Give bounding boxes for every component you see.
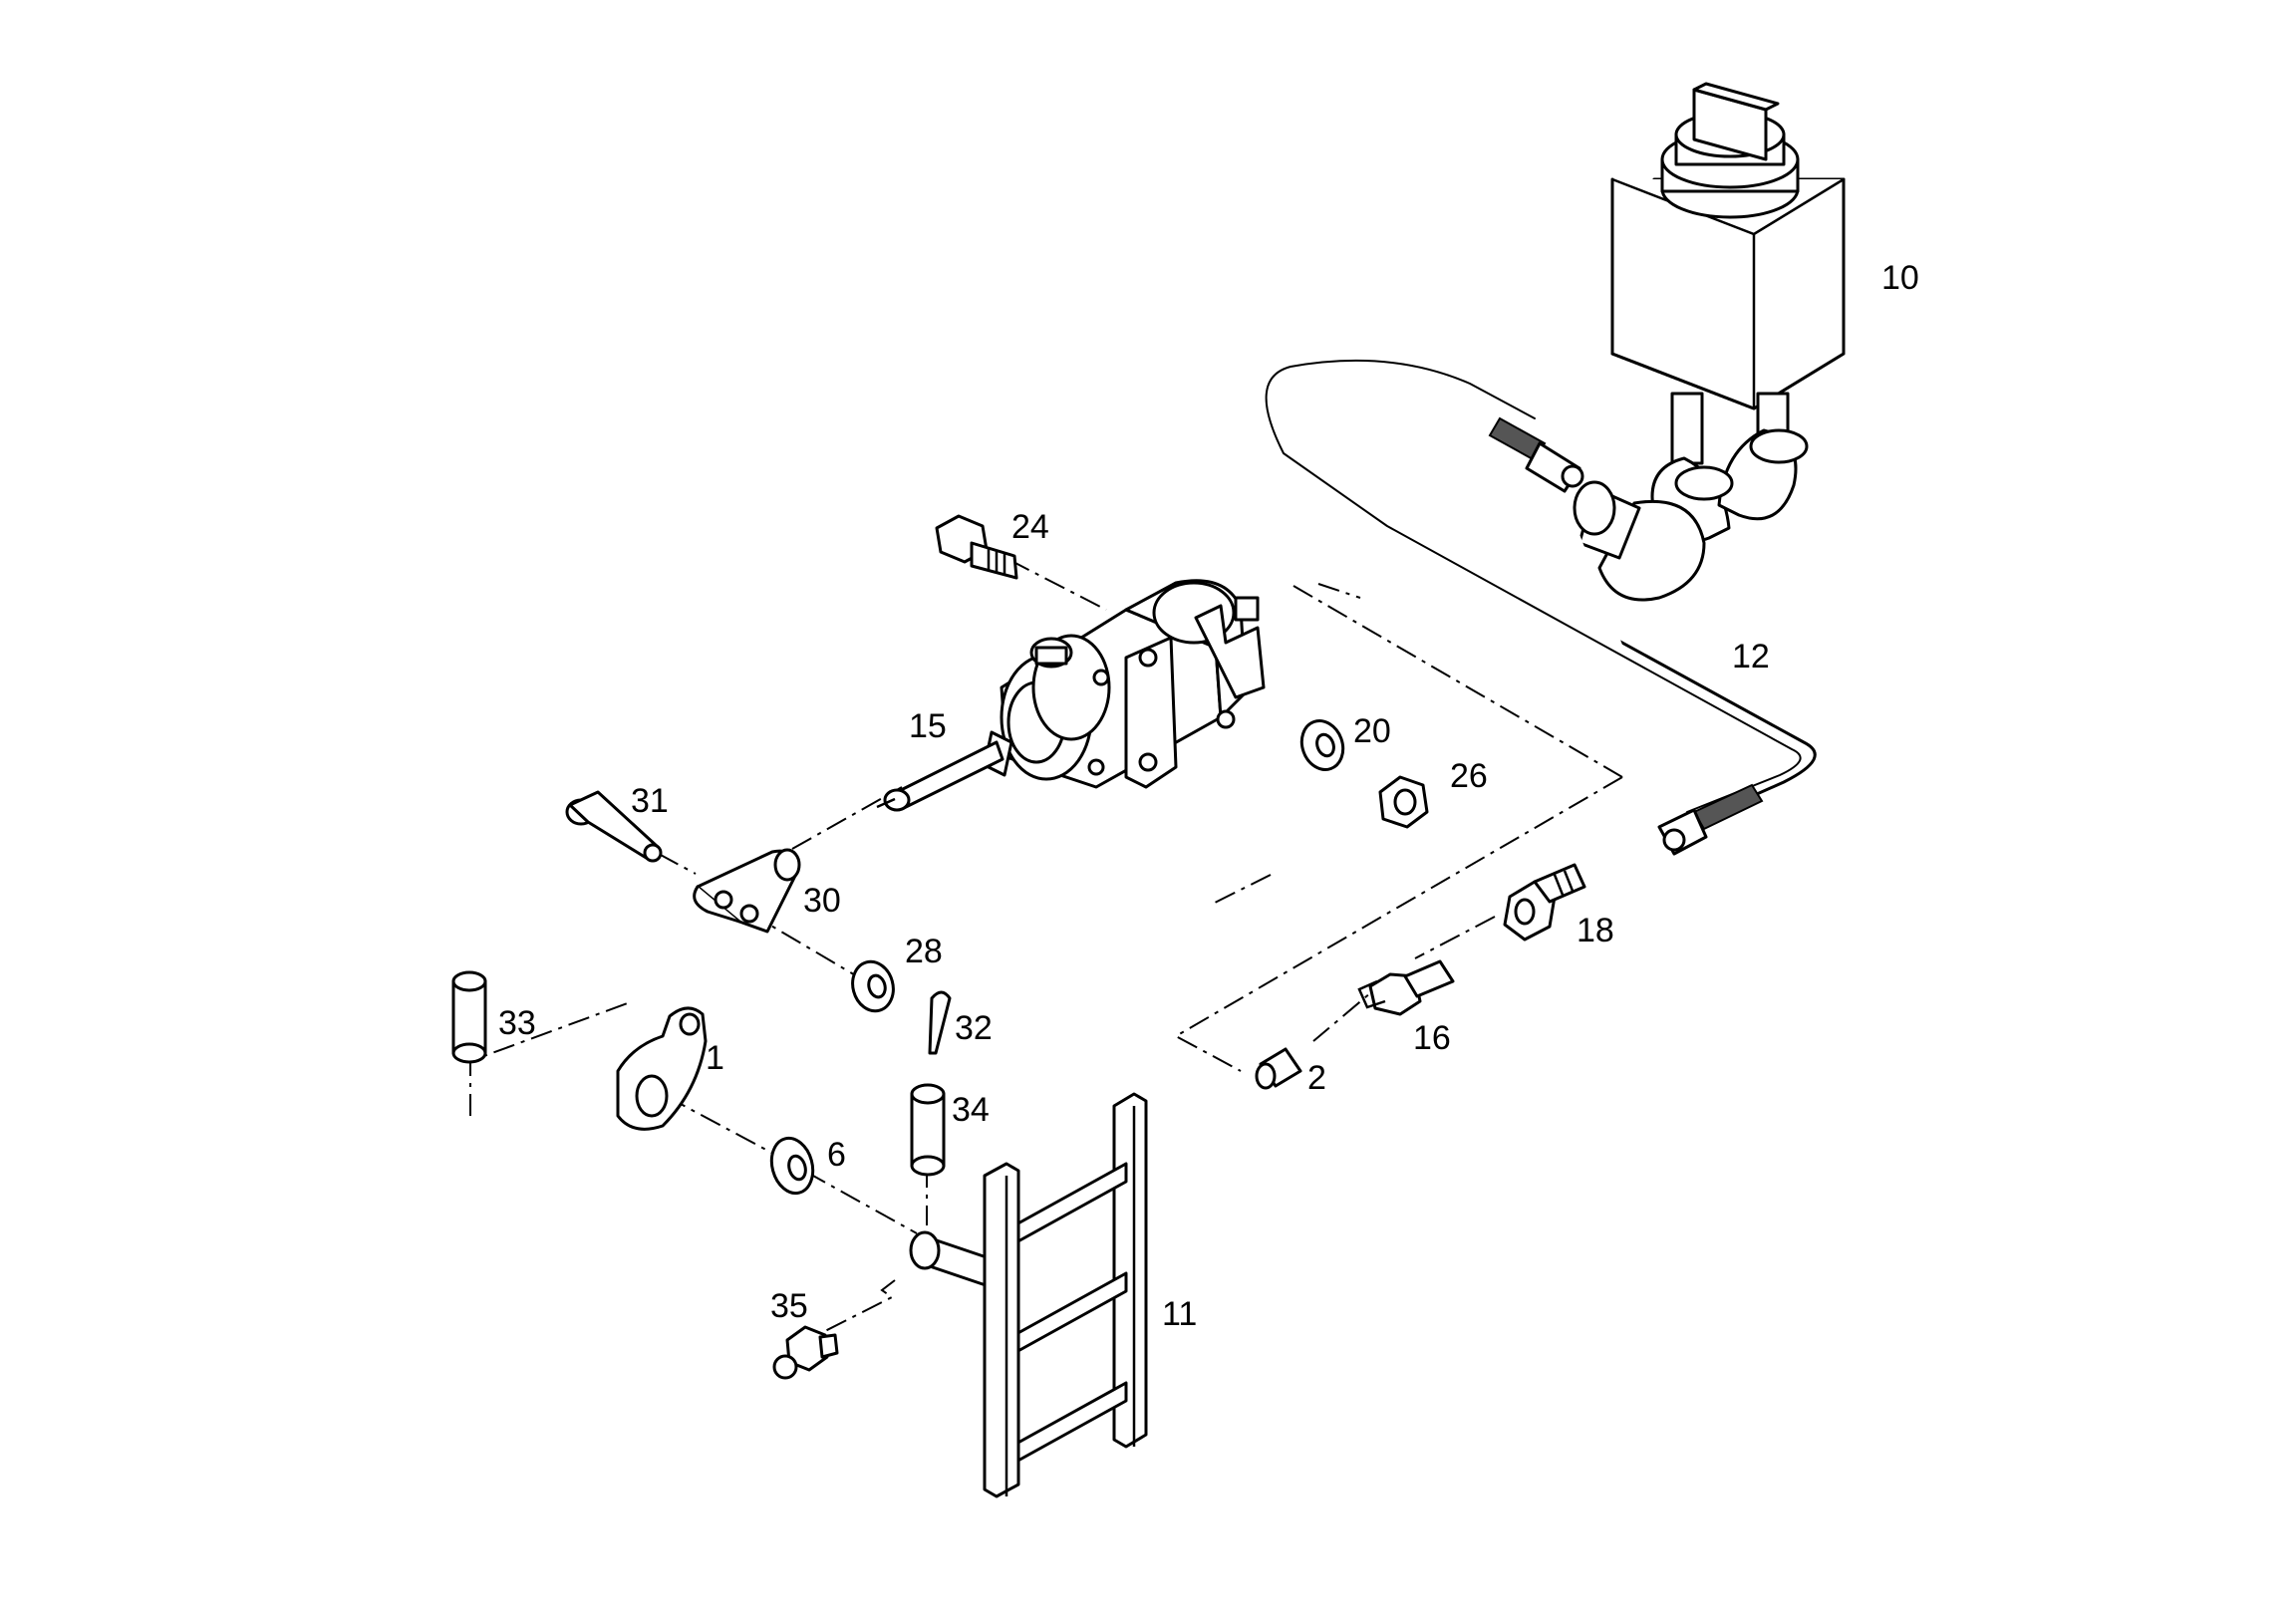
label-part-34: 34 (952, 1091, 990, 1129)
valve-part-15 (876, 579, 1266, 812)
label-part-26: 26 (1450, 757, 1488, 795)
washer-part-28 (851, 959, 895, 1013)
step-ladder-part-11 (909, 1092, 1148, 1498)
adapter-part-18 (1503, 863, 1586, 942)
label-part-18: 18 (1577, 912, 1614, 949)
lever-plate-part-1 (616, 1006, 708, 1131)
label-part-30: 30 (803, 882, 841, 920)
label-part-16: 16 (1413, 1019, 1451, 1057)
bushing-part-34 (910, 1083, 946, 1177)
label-part-15: 15 (909, 707, 947, 745)
label-part-31: 31 (631, 782, 669, 820)
washer-part-20 (1299, 719, 1345, 771)
label-part-24: 24 (1011, 508, 1049, 546)
label-part-12: 12 (1732, 638, 1770, 675)
hose-part-12 (1265, 359, 1817, 856)
label-part-20: 20 (1353, 712, 1391, 750)
label-part-35: 35 (770, 1287, 808, 1325)
label-part-6: 6 (827, 1136, 846, 1174)
label-part-1: 1 (706, 1039, 724, 1077)
part-number-labels: 10 12 24 15 20 26 31 30 28 32 18 16 2 33… (498, 259, 1919, 1333)
reservoir-part-10 (1573, 82, 1846, 602)
sleeve-part-2 (1255, 1047, 1302, 1090)
label-part-11: 11 (1162, 1295, 1197, 1333)
label-part-10: 10 (1881, 259, 1919, 297)
clevis-part-30 (693, 848, 801, 934)
label-part-28: 28 (905, 933, 943, 970)
label-part-33: 33 (498, 1004, 536, 1042)
bushing-part-33 (451, 970, 487, 1064)
label-part-2: 2 (1307, 1059, 1326, 1097)
grease-nipple-part-35 (772, 1325, 839, 1380)
label-part-32: 32 (955, 1009, 993, 1047)
union-part-16 (1357, 959, 1455, 1016)
pin-part-31 (565, 790, 663, 863)
nut-part-26 (1378, 775, 1429, 829)
bolt-part-24 (935, 514, 1018, 580)
cotter-pin-part-32 (928, 990, 952, 1055)
washer-part-6 (769, 1136, 815, 1196)
